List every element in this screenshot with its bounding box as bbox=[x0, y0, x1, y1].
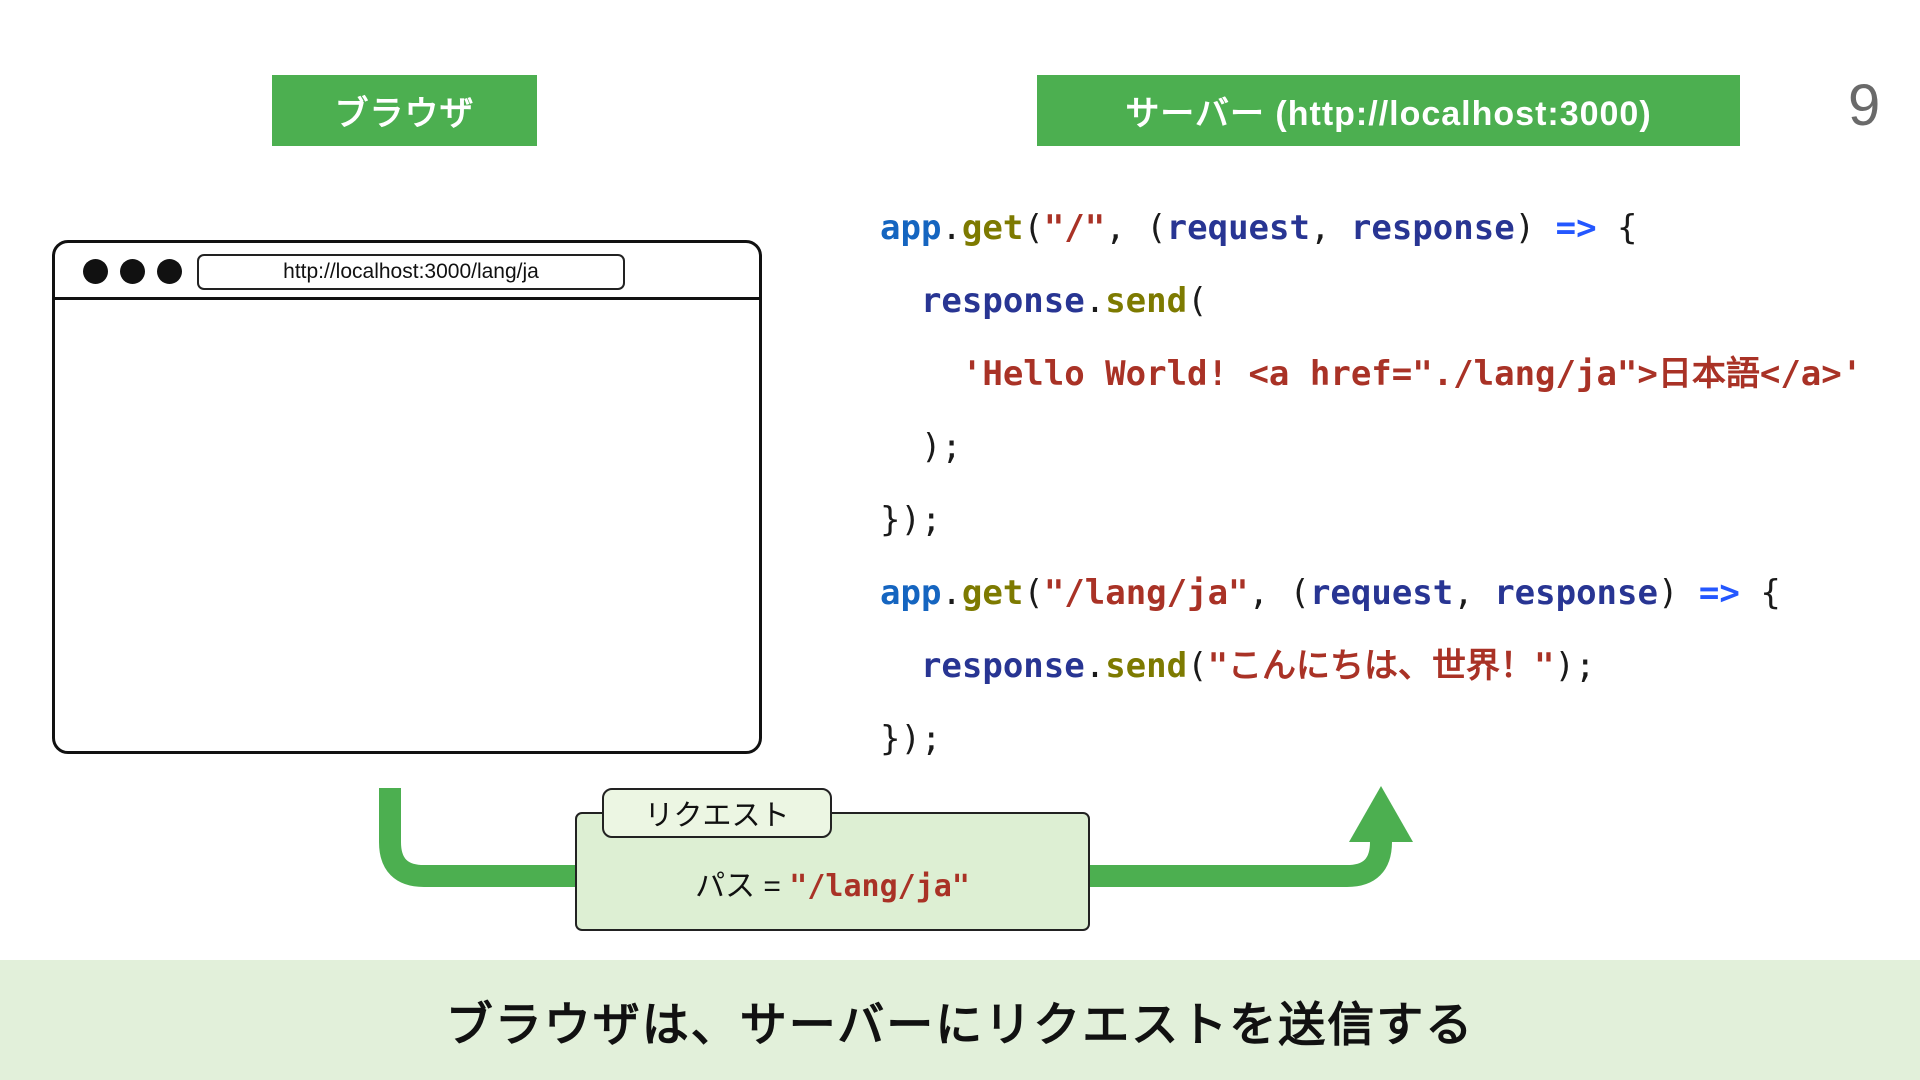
request-path-label: パス = bbox=[695, 870, 790, 903]
browser-window-topbar: http://localhost:3000/lang/ja bbox=[55, 243, 759, 300]
page-number: 9 bbox=[1848, 73, 1881, 138]
server-header-label: サーバー (http://localhost:3000) bbox=[1037, 75, 1740, 146]
code-line: ); bbox=[880, 427, 962, 467]
server-code: app.get("/", (request, response) => { re… bbox=[880, 192, 1862, 776]
request-path-value: "/lang/ja" bbox=[789, 869, 970, 904]
window-dot-icon bbox=[83, 259, 108, 284]
code-line: response.send("こんにちは、世界！"); bbox=[920, 646, 1596, 686]
request-path: パス = "/lang/ja" bbox=[695, 861, 970, 905]
window-dot-icon bbox=[157, 259, 182, 284]
bottom-banner: ブラウザは、サーバーにリクエストを送信する bbox=[0, 960, 1920, 1080]
code-line: }); bbox=[880, 500, 942, 540]
code-line: response.send( bbox=[920, 281, 1208, 321]
code-line: 'Hello World! <a href="./lang/ja">日本語</a… bbox=[961, 354, 1863, 394]
code-line: }); bbox=[880, 719, 942, 759]
browser-window: http://localhost:3000/lang/ja bbox=[52, 240, 762, 754]
request-tag-label: リクエスト bbox=[602, 788, 832, 838]
browser-header-label: ブラウザ bbox=[272, 75, 537, 146]
code-line: app.get("/", (request, response) => { bbox=[880, 208, 1638, 248]
code-line: app.get("/lang/ja", (request, response) … bbox=[880, 573, 1781, 613]
url-bar: http://localhost:3000/lang/ja bbox=[197, 254, 625, 290]
window-dot-icon bbox=[120, 259, 145, 284]
